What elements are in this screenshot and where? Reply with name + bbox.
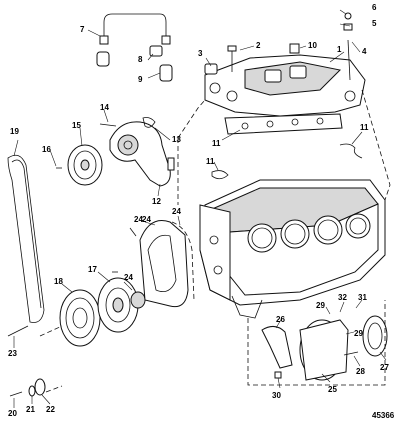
engine-block	[199, 179, 386, 319]
callout-25: 25	[328, 385, 337, 394]
callout-26: 26	[276, 315, 285, 324]
manifold-gasket	[224, 113, 343, 135]
intake-manifold	[204, 39, 366, 117]
callout-28: 28	[356, 367, 365, 376]
callout-11-a: 11	[212, 139, 221, 148]
callout-18: 18	[54, 277, 63, 286]
crankshaft-pulley	[59, 289, 101, 347]
callout-6: 6	[372, 3, 377, 12]
callout-32: 32	[338, 293, 347, 302]
callout-3: 3	[198, 49, 203, 58]
callout-19: 19	[10, 127, 19, 136]
callout-11-c: 11	[206, 157, 215, 166]
callout-20: 20	[8, 409, 17, 418]
callout-12: 12	[152, 197, 161, 206]
callout-8: 8	[138, 55, 143, 64]
callout-10: 10	[308, 41, 317, 50]
callout-7: 7	[80, 25, 85, 34]
callout-2: 2	[256, 41, 261, 50]
callout-27: 27	[380, 363, 389, 372]
callout-21: 21	[26, 405, 35, 414]
callout-23: 23	[8, 349, 17, 358]
callout-11-b: 11	[360, 123, 369, 132]
callout-30: 30	[272, 391, 281, 400]
timing-cover	[139, 220, 195, 308]
callout-24-a: 24	[134, 215, 143, 224]
hose-assembly	[96, 13, 173, 82]
drive-belt	[7, 154, 45, 323]
callout-4: 4	[362, 47, 367, 56]
callout-5: 5	[372, 19, 377, 28]
rear-seal-housing	[261, 315, 388, 381]
callout-22: 22	[46, 405, 55, 414]
callout-1: 1	[337, 45, 342, 54]
gasket-right	[339, 143, 363, 159]
callout-13: 13	[172, 135, 181, 144]
callout-24-b: 24	[142, 215, 151, 224]
callout-16: 16	[42, 145, 51, 154]
callout-labels: 1 2 3 4 5 6 7 8 9 10 11 11 11 12 13 14 1…	[8, 3, 389, 418]
gasket-left	[211, 170, 229, 180]
water-pump-pulley	[67, 144, 103, 186]
figure-number: 45366	[372, 411, 395, 420]
callout-24-d: 24	[172, 207, 181, 216]
water-pump	[99, 117, 175, 187]
callout-17: 17	[88, 265, 97, 274]
callout-24-c: 24	[124, 273, 133, 282]
alignment-dashes	[39, 89, 391, 393]
leader-lines	[13, 9, 387, 408]
callout-29-a: 29	[316, 301, 325, 310]
harmonic-balancer	[97, 277, 146, 333]
callout-31: 31	[358, 293, 367, 302]
callout-29-b: 29	[354, 329, 363, 338]
callout-9: 9	[138, 75, 143, 84]
callout-14: 14	[100, 103, 109, 112]
callout-15: 15	[72, 121, 81, 130]
manifold-bolts	[204, 12, 353, 75]
